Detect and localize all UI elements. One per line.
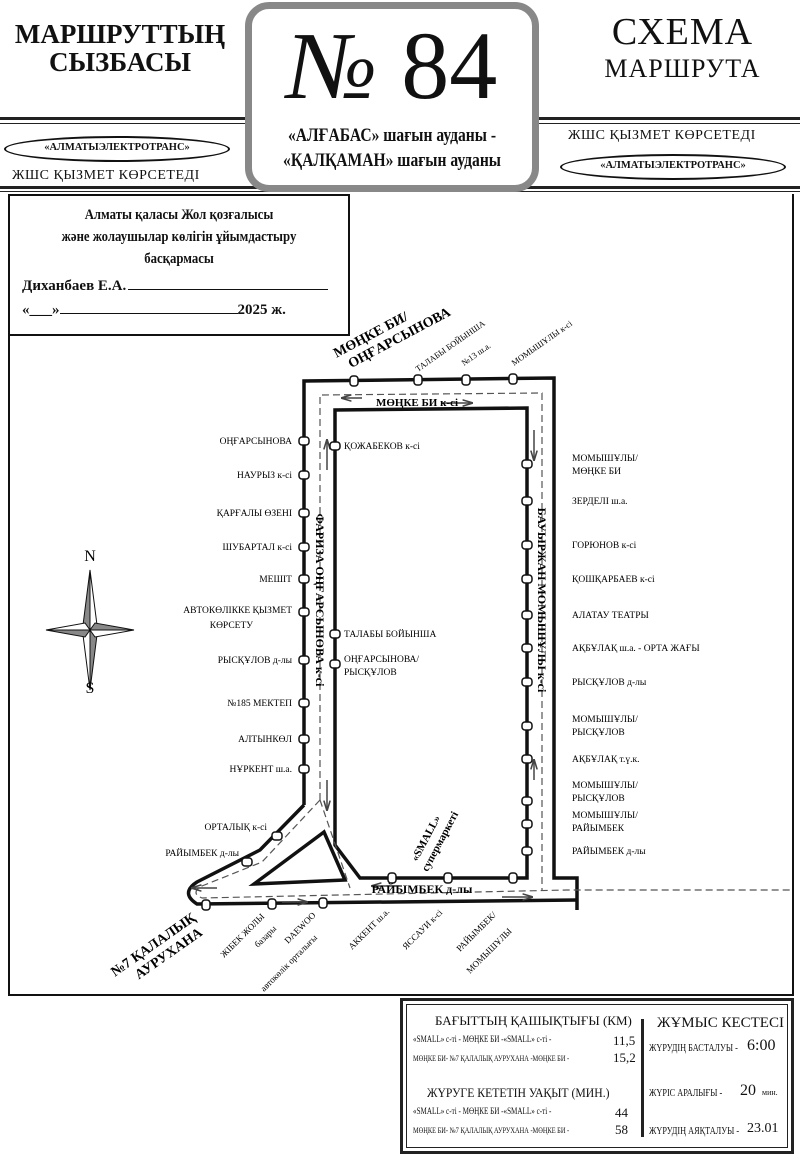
stop-left: МЕШІТ [259,575,292,585]
distance-title: БАҒЫТТЫҢ ҚАШЫҚТЫҒЫ (КМ) [435,1013,632,1028]
operator-oval-right: «АЛМАТЫЭЛЕКТРОТРАНС» [560,154,786,180]
stop-right: ҚОШҚАРБАЕВ к-сі [572,575,655,585]
route-number-box: № 84 «АЛҒАБАС» шағын ауданы - «ҚАЛҚАМАН»… [245,2,539,192]
supermarket-label: «SMALL» супермаркеті [409,810,461,874]
terminal-bottom: №7 ҚАЛАЛЫҚ АУРУХАНА [109,910,207,983]
street-right: БАУЫРЖАН МОМЫШҰЛЫ к-сі [535,508,549,693]
ru-title-line1: СХЕМА [611,11,754,53]
destination-line1: «АЛҒАБАС» шағын ауданы - [287,125,497,146]
divider [641,1019,644,1137]
stop-left: ШУБАРТАЛ к-сі [222,543,292,553]
stop-left: АВТОКӨЛІККЕ ҚЫЗМЕТ [183,606,292,616]
route-map: N S МӨҢКЕ БИ/ ОҢҒАРСЫНОВА №7 ҚАЛАЛЫҚ АУР… [8,194,794,996]
stop-inner: ҚОЖАБЕКОВ к-сі [344,442,420,452]
stop-right: МОМЫШҰЛЫ/ [572,715,638,725]
ru-title-line2: МАРШРУТА [604,54,761,83]
approval-box: Алматы қаласы Жол қозғалысы және жолаушы… [8,194,350,336]
street-left: ФАРИЗА ОҢҒАРСЫНОВА к-сі [313,514,327,688]
compass-icon [45,569,135,691]
stop-inner: РЫСҚҰЛОВ [344,668,397,678]
start-value: 6:00 [747,1037,776,1054]
stop-left: НАУРЫЗ к-сі [237,471,292,481]
stop-right: РЫСҚҰЛОВ д-лы [572,678,647,688]
stop-left: ОРТАЛЫҚ к-сі [204,823,267,833]
route-path [195,392,792,899]
stop-right: РЫСҚҰЛОВ [572,728,625,738]
stop-right: ЗЕРДЕЛІ ш.а. [572,497,628,507]
stop-markers [201,373,533,911]
service-text-left: ЖШС ҚЫЗМЕТ КӨРСЕТЕДІ [12,168,200,183]
time-row-value: 58 [615,1122,628,1137]
stop-left: РЫСҚҰЛОВ д-лы [218,656,293,666]
stop-left: АЛТЫНКӨЛ [238,735,292,745]
direction-arrows [192,398,534,902]
operator-oval-left: «АЛМАТЫЭЛЕКТРОТРАНС» [4,136,230,162]
number-sign: № [286,12,378,119]
schedule-title: ЖҰМЫС КЕСТЕСІ [657,1015,784,1031]
stop-top: МОМЫШҰЛЫ к-сі [509,318,574,368]
stop-left: КӨРСЕТУ [210,621,254,631]
approval-date-day: «___» [22,302,60,318]
service-text-right: ЖШС ҚЫЗМЕТ КӨРСЕТЕДІ [568,128,756,143]
approval-year: 2025 ж. [237,302,286,318]
distance-row-value: 11,5 [613,1033,636,1048]
kz-title-line1: МАРШРУТТЫҢ [14,19,226,49]
stop-bottom: АККЕНТ ш.а. [346,906,391,951]
time-row-label: МӨҢКЕ БИ- №7 ҚАЛАЛЫҚ АУРУХАНА -МӨҢКЕ БИ … [413,1125,570,1135]
route-info-box: БАҒЫТТЫҢ ҚАШЫҚТЫҒЫ (КМ) «SMALL» с-ті - М… [400,998,794,1154]
stop-left: РАЙЫМБЕК д-лы [165,847,239,859]
distance-row-value: 15,2 [613,1050,636,1065]
signature-line [128,289,329,290]
stop-right: ГОРЮНОВ к-сі [572,541,637,551]
stop-left: ҚАРҒАЛЫ ӨЗЕНІ [217,509,292,519]
stop-right: АЛАТАУ ТЕАТРЫ [572,611,649,621]
stop-right: МОМЫШҰЛЫ/ [572,781,638,791]
stop-top: №13 ш.а. [459,340,492,367]
street-bottom: РАЙЫМБЕК д-лы [372,882,473,896]
stop-left: ОҢҒАРСЫНОВА [220,437,293,447]
stop-right: МӨҢКЕ БИ [572,467,621,477]
interval-value: 20 [740,1082,756,1099]
stop-inner: ТАЛАБЫ БОЙЫНША [344,628,436,640]
route-number: 84 [401,12,498,119]
compass-south: S [86,680,95,697]
stop-right: РАЙЫМБЕК [572,822,625,834]
stop-inner: ОҢҒАРСЫНОВА/ [344,655,419,665]
stop-right: РАЙЫМБЕК д-лы [572,845,646,857]
time-row-label: «SMALL» с-ті - МӨҢКЕ БИ -«SMALL» с-ті - [413,1107,552,1117]
approval-signer: Диханбаев Е.А. [22,278,127,294]
route-map-drawing: N S МӨҢКЕ БИ/ ОҢҒАРСЫНОВА №7 ҚАЛАЛЫҚ АУР… [45,305,792,993]
triangle-island [248,829,348,886]
stop-right: РЫСҚҰЛОВ [572,794,625,804]
destination-line2: «ҚАЛҚАМАН» шағын ауданы [283,150,501,171]
stop-right: МОМЫШҰЛЫ/ [572,811,638,821]
time-title: ЖҮРУГЕ КЕТЕТІН УАҚЫТ (МИН.) [427,1085,610,1100]
interval-unit: мин. [762,1088,778,1097]
stop-right: АҚБҰЛАҚ ш.а. - ОРТА ЖАҒЫ [572,644,700,654]
distance-row-label: МӨҢКЕ БИ- №7 ҚАЛАЛЫҚ АУРУХАНА -МӨҢКЕ БИ … [413,1053,570,1063]
distance-row-label: «SMALL» с-ті - МӨҢКЕ БИ -«SMALL» с-ті - [413,1035,552,1045]
kz-title: МАРШРУТТЫҢ СЫЗБАСЫ [0,20,240,77]
compass-north: N [84,548,96,565]
stop-bottom: ЯССАУИ к-сі [400,907,444,951]
stop-left: НҰРКЕНТ ш.а. [230,765,292,775]
street-top: МӨҢКЕ БИ к-сі [376,397,458,409]
approval-org-line2: және жолаушылар көлігін ұйымдастыру басқ… [61,229,297,267]
stop-left: №185 МЕКТЕП [227,699,292,709]
interval-label: ЖҮРІС АРАЛЫҒЫ - [649,1087,723,1099]
date-line [59,313,238,314]
end-label: ЖҮРУДІҢ АЯҚТАЛУЫ - [649,1125,740,1137]
stop-right: МОМЫШҰЛЫ/ [572,454,638,464]
end-value: 23.01 [747,1121,779,1136]
time-row-value: 44 [615,1105,628,1120]
kz-title-line2: СЫЗБАСЫ [49,47,191,78]
approval-org-line1: Алматы қаласы Жол қозғалысы [84,207,274,223]
stop-right: АҚБҰЛАҚ т.ү.к. [572,755,639,765]
start-label: ЖҮРУДІҢ БАСТАЛУЫ - [649,1042,738,1054]
